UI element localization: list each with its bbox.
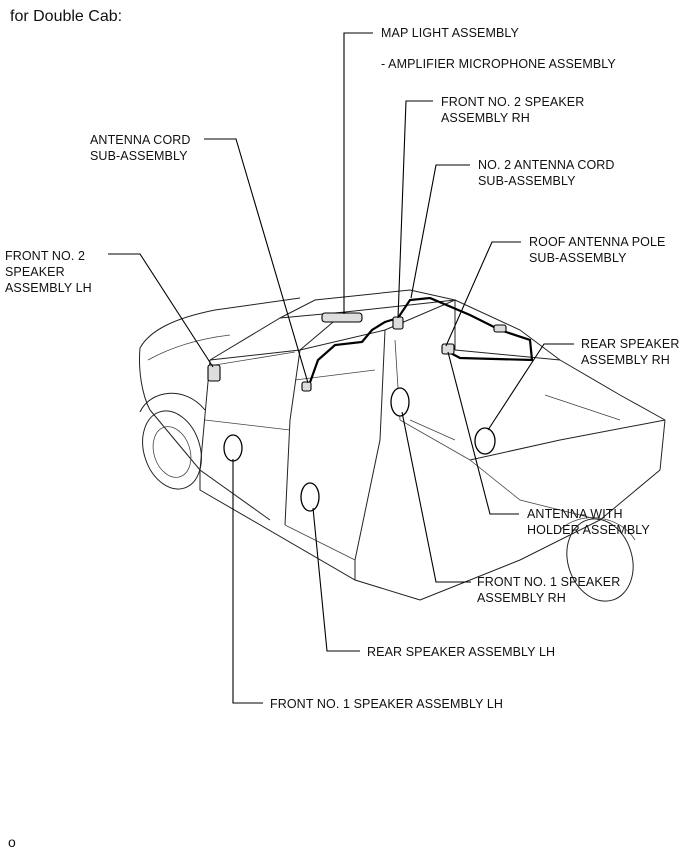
label-roof-antenna-pole: ROOF ANTENNA POLE SUB-ASSEMBLY: [529, 235, 666, 265]
leader-front-no1-lh: [232, 459, 263, 704]
label-antenna-with-holder: ANTENNA WITH HOLDER ASSEMBLY: [527, 507, 650, 537]
diagram-heading: for Double Cab:: [10, 8, 123, 25]
label-antenna-cord: ANTENNA CORD SUB-ASSEMBLY: [90, 133, 191, 163]
leader-antenna-holder: [447, 351, 519, 515]
front-no1-speaker-rh-part: [390, 387, 410, 417]
antenna-cord-cable: [306, 296, 534, 389]
label-front-no2-speaker-rh: FRONT NO. 2 SPEAKER ASSEMBLY RH: [441, 95, 585, 125]
leader-rear-speaker-rh: [487, 343, 574, 431]
leader-lines: [108, 32, 574, 704]
roof-antenna-base-part: [493, 324, 507, 333]
label-rear-speaker-lh: REAR SPEAKER ASSEMBLY LH: [367, 645, 556, 659]
leader-front-no1-rh: [401, 411, 471, 583]
antenna-cord-connector-part: [301, 381, 312, 392]
label-front-no2-speaker-lh: FRONT NO. 2 SPEAKER ASSEMBLY LH: [5, 249, 92, 295]
label-front-no1-speaker-rh: FRONT NO. 1 SPEAKER ASSEMBLY RH: [477, 575, 621, 605]
label-rear-speaker-rh: REAR SPEAKER ASSEMBLY RH: [581, 337, 680, 367]
leader-no2-antenna-cord: [410, 164, 470, 299]
leader-front-no2-lh: [108, 253, 214, 368]
rear-speaker-lh-part: [300, 482, 320, 512]
front-no2-speaker-lh-part: [207, 364, 221, 382]
leader-antenna-cord: [204, 138, 309, 384]
truck-body-outline: [139, 289, 666, 602]
label-no2-antenna-cord: NO. 2 ANTENNA CORD SUB-ASSEMBLY: [478, 158, 615, 188]
leader-rear-speaker-lh: [312, 507, 360, 652]
front-no1-speaker-lh-part: [223, 434, 243, 462]
rear-speaker-rh-part: [474, 427, 496, 455]
label-amplifier-microphone: - AMPLIFIER MICROPHONE ASSEMBLY: [381, 57, 616, 71]
map-light-part: [321, 312, 363, 323]
label-map-light: MAP LIGHT ASSEMBLY: [381, 26, 519, 40]
leader-map-light: [343, 32, 373, 314]
label-front-no1-speaker-lh: FRONT NO. 1 SPEAKER ASSEMBLY LH: [270, 697, 504, 711]
footer-mark: o: [8, 834, 16, 850]
leader-front-no2-rh: [397, 100, 433, 319]
leader-roof-antenna-pole: [445, 241, 521, 347]
front-no2-speaker-rh-part: [392, 316, 404, 330]
